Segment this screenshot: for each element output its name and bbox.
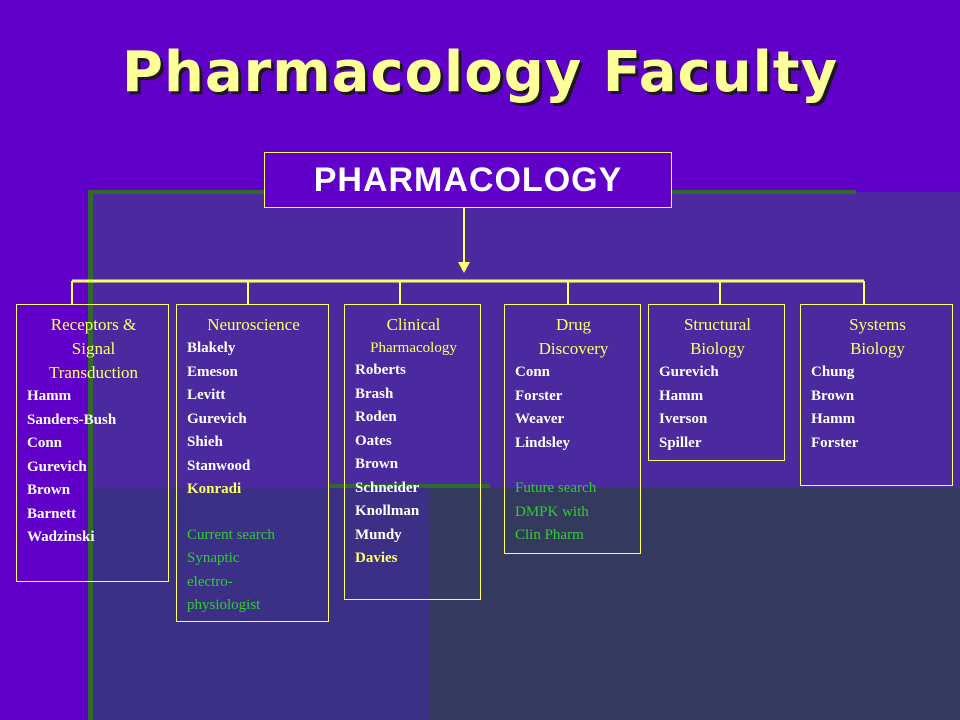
division-drug-discovery: Drug Discovery Conn Forster Weaver Linds… [504,304,641,554]
list-item: Barnett [27,505,77,522]
list-item: Hamm [27,388,72,404]
list-item: Spiller [659,434,702,451]
division-heading: Discovery [538,339,609,358]
list-item: Conn [27,435,63,451]
search-note: DMPK with [515,503,589,520]
list-item: Forster [811,434,859,451]
division-heading: Clinical [386,315,441,334]
list-item: Gurevich [27,458,87,475]
root-node-pharmacology: PHARMACOLOGY [264,152,672,208]
background-panel-lower-left [90,488,430,720]
root-stem-arrowhead [458,262,470,273]
member-list: Hamm Sanders-Bush Conn Gurevich Brown Ba… [27,385,160,550]
list-item: Hamm [659,387,704,404]
list-item: Gurevich [187,410,247,427]
member-list: Chung Brown Hamm Forster [811,361,944,455]
list-item: Roden [355,409,397,425]
list-item: Brash [355,385,394,402]
search-note: electro- [187,573,233,590]
list-item: Blakely [187,340,236,356]
list-item: Brown [811,387,855,404]
list-item: Knollman [355,503,420,519]
list-item: Gurevich [659,364,719,380]
list-item-highlight: Konradi [187,481,242,497]
list-item: Schneider [355,479,420,496]
member-list: Blakely Emeson Levitt Gurevich Shieh Sta… [187,337,320,502]
member-list: Roberts Brash Roden Oates Brown Schneide… [355,359,472,571]
list-item: Mundy [355,526,402,543]
list-item: Oates [355,432,392,449]
list-item: Weaver [515,411,565,427]
division-heading: Neuroscience [207,315,300,334]
division-heading: Receptors & Signal [50,315,137,358]
list-item: Levitt [187,387,226,403]
search-note: Synaptic [187,550,240,566]
division-structural-biology: Structural Biology Gurevich Hamm Iverson… [648,304,785,461]
list-item: Hamm [811,411,856,427]
member-list: Conn Forster Weaver Lindsley [515,361,632,455]
division-heading: Biology [850,339,905,358]
division-subheading: Pharmacology [370,340,457,356]
division-neuroscience: Neuroscience Blakely Emeson Levitt Gurev… [176,304,329,622]
division-receptors-signal-transduction: Receptors & Signal Transduction Hamm San… [16,304,169,582]
division-heading: Structural [683,315,752,334]
background-accent-rule [330,484,490,488]
list-item: Iverson [659,411,708,427]
list-item: Roberts [355,362,406,378]
list-item: Sanders-Bush [27,411,117,428]
member-list: Gurevich Hamm Iverson Spiller [659,361,776,455]
list-item: Forster [515,387,563,404]
list-item: Lindsley [515,434,571,451]
search-note: physiologist [187,597,261,613]
list-item: Brown [27,482,71,498]
division-heading: Drug [556,315,591,334]
division-heading: Transduction [48,363,139,382]
list-item: Emeson [187,363,238,380]
division-clinical-pharmacology: Clinical Pharmacology Roberts Brash Rode… [344,304,481,600]
division-systems-biology: Systems Biology Chung Brown Hamm Forster [800,304,953,486]
slide-title: Pharmacology Faculty [121,40,839,105]
search-note: Future search [515,480,597,496]
list-item: Conn [515,364,551,380]
list-item: Shieh [187,434,223,450]
list-item: Chung [811,364,855,380]
list-item: Wadzinski [27,529,95,545]
search-note: Clin Pharm [515,527,584,543]
list-item: Stanwood [187,457,251,474]
background-vertical-rule [88,192,93,720]
division-heading: Biology [690,339,745,358]
division-heading: Systems [849,315,906,334]
list-item-highlight: Davies [355,550,398,566]
search-note: Current search [187,526,275,543]
list-item: Brown [355,456,399,472]
background-panel-lower-right [430,488,960,720]
